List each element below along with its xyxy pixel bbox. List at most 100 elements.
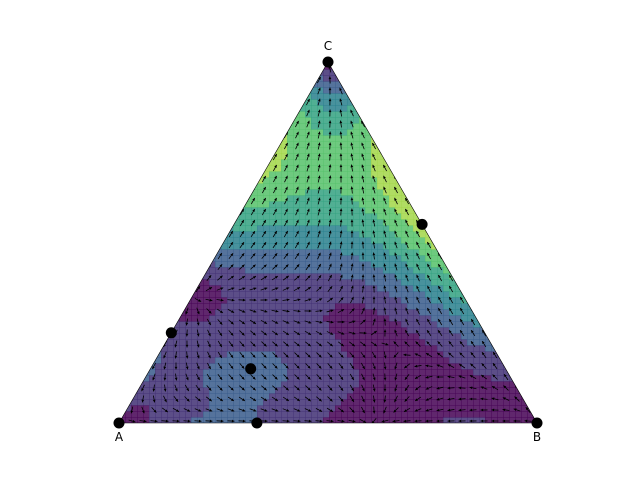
contour-cell <box>227 411 234 418</box>
contour-cell <box>335 177 342 184</box>
field-arrow <box>317 164 321 172</box>
contour-cell <box>377 309 384 316</box>
contour-cell <box>377 405 384 412</box>
contour-cell <box>137 159 144 166</box>
contour-cell <box>491 62 498 64</box>
contour-cell <box>215 219 222 226</box>
contour-cell <box>209 393 216 400</box>
field-arrow <box>361 274 365 282</box>
contour-cell <box>509 261 516 268</box>
field-arrow <box>405 230 409 238</box>
contour-cell <box>461 111 468 118</box>
contour-cell <box>425 69 432 76</box>
field-arrow <box>295 219 299 227</box>
contour-cell <box>197 69 204 76</box>
contour-cell <box>245 225 252 232</box>
contour-cell <box>197 219 204 226</box>
contour-cell <box>485 111 492 118</box>
contour-cell <box>281 99 288 106</box>
contour-cell <box>167 171 174 178</box>
field-arrow <box>394 230 398 238</box>
contour-cell <box>227 369 234 376</box>
contour-cell <box>269 81 276 88</box>
contour-cell <box>137 267 144 274</box>
contour-cell <box>143 87 150 94</box>
contour-cell <box>119 117 126 124</box>
contour-cell <box>143 273 150 280</box>
field-arrow <box>458 375 466 379</box>
contour-cell <box>173 291 180 298</box>
contour-cell <box>407 111 414 118</box>
contour-cell <box>257 261 264 268</box>
contour-cell <box>245 99 252 106</box>
contour-cell <box>407 267 414 274</box>
field-arrow <box>405 307 409 315</box>
contour-cell <box>275 285 282 292</box>
contour-cell <box>383 405 390 412</box>
contour-cell <box>131 189 138 196</box>
contour-cell <box>383 135 390 142</box>
contour-cell <box>233 267 240 274</box>
contour-cell <box>191 393 198 400</box>
field-arrow <box>293 309 301 313</box>
field-arrow <box>447 397 455 401</box>
contour-cell <box>119 177 126 184</box>
contour-cell <box>275 417 282 423</box>
contour-cell <box>353 171 360 178</box>
contour-cell <box>233 285 240 292</box>
contour-cell <box>539 273 546 280</box>
contour-cell <box>227 231 234 238</box>
contour-cell <box>221 255 228 262</box>
contour-cell <box>437 81 444 88</box>
contour-cell <box>419 387 426 394</box>
contour-cell <box>335 105 342 112</box>
contour-cell <box>167 279 174 286</box>
field-arrow <box>327 341 333 347</box>
contour-cell <box>371 201 378 208</box>
contour-cell <box>131 225 138 232</box>
contour-cell <box>425 297 432 304</box>
field-arrow <box>361 197 365 205</box>
contour-cell <box>443 297 450 304</box>
contour-cell <box>407 141 414 148</box>
contour-cell <box>179 171 186 178</box>
contour-cell <box>299 201 306 208</box>
contour-cell <box>353 81 360 88</box>
field-arrow <box>383 274 387 282</box>
contour-cell <box>323 111 330 118</box>
contour-cell <box>515 261 522 268</box>
contour-cell <box>377 327 384 334</box>
contour-cell <box>245 285 252 292</box>
contour-cell <box>179 159 186 166</box>
contour-cell <box>311 237 318 244</box>
field-arrow <box>470 340 476 348</box>
contour-cell <box>491 327 498 334</box>
contour-cell <box>311 393 318 400</box>
field-arrow <box>437 285 443 293</box>
contour-cell <box>389 393 396 400</box>
contour-cell <box>197 87 204 94</box>
field-arrow <box>272 341 278 347</box>
contour-cell <box>443 225 450 232</box>
contour-cell <box>347 303 354 310</box>
contour-cell <box>287 183 294 190</box>
contour-cell <box>353 321 360 328</box>
contour-cell <box>185 165 192 172</box>
contour-cell <box>263 381 270 388</box>
contour-cell <box>443 411 450 418</box>
contour-cell <box>509 105 516 112</box>
contour-cell <box>143 159 150 166</box>
contour-cell <box>461 62 468 64</box>
contour-cell <box>443 303 450 310</box>
contour-cell <box>347 345 354 352</box>
contour-cell <box>131 117 138 124</box>
contour-cell <box>479 147 486 154</box>
contour-cell <box>353 117 360 124</box>
contour-cell <box>281 309 288 316</box>
contour-cell <box>137 213 144 220</box>
contour-cell <box>191 87 198 94</box>
field-arrow <box>414 374 422 380</box>
contour-cell <box>329 237 336 244</box>
contour-cell <box>431 171 438 178</box>
contour-cell <box>461 309 468 316</box>
